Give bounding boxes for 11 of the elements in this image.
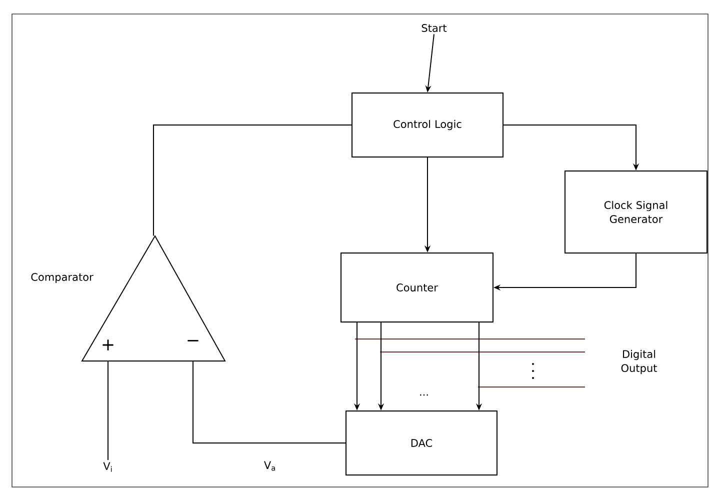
signal-label: Start	[422, 24, 447, 32]
process-box: Control Logic	[352, 92, 504, 158]
output-label: Digital Output	[621, 350, 657, 374]
process-box: DAC	[346, 410, 498, 476]
ellipsis: ...	[420, 394, 428, 396]
process-box: Clock Signal Generator	[564, 170, 708, 254]
process-box: Counter	[340, 252, 494, 322]
signal-label: V$_{i}$	[103, 462, 112, 472]
connector	[192, 360, 346, 444]
connector	[153, 124, 352, 236]
edge-label: V$_{a}$	[264, 461, 275, 471]
